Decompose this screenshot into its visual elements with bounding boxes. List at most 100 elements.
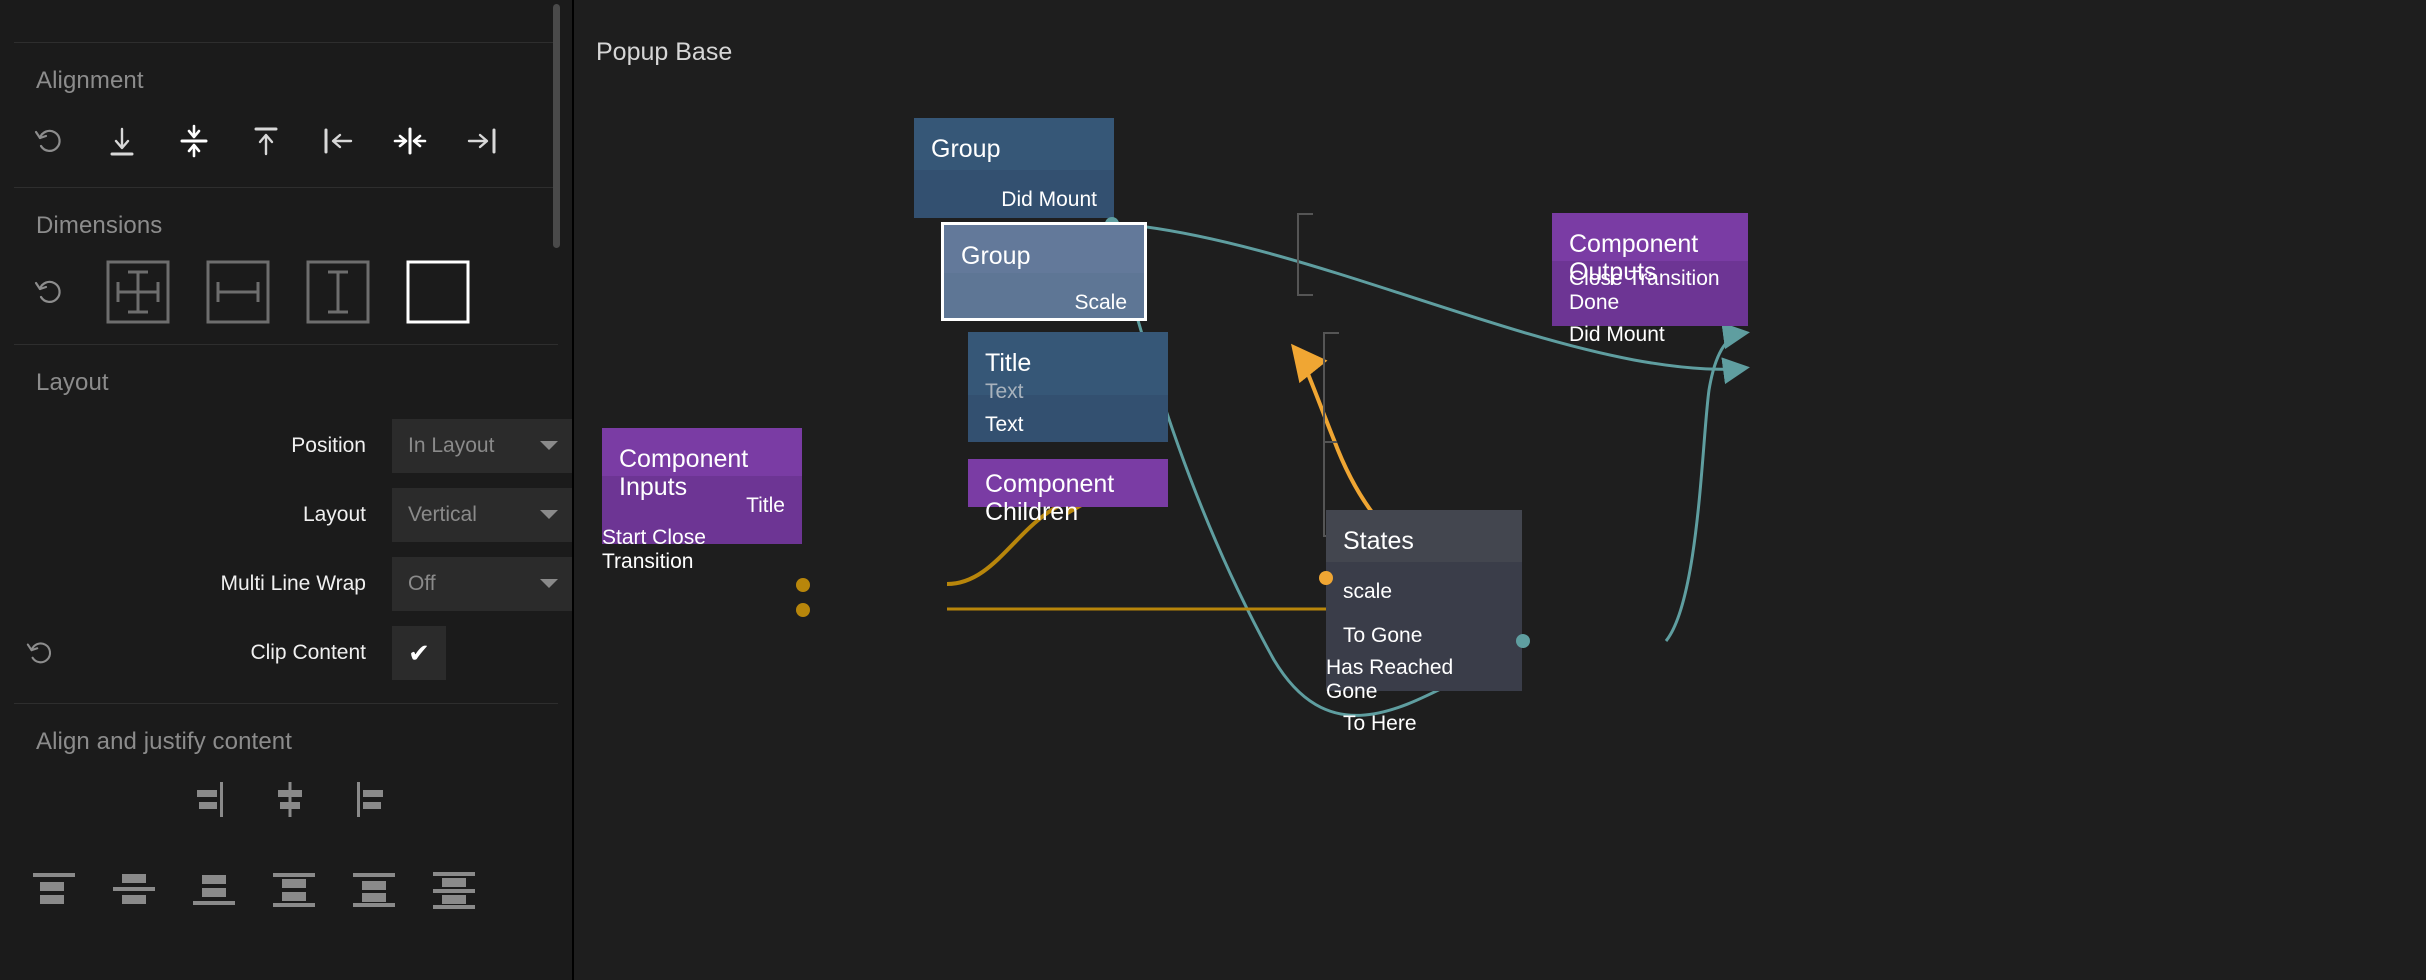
field-label-multi-line-wrap: Multi Line Wrap [220, 571, 366, 595]
reset-icon[interactable] [14, 256, 86, 328]
port-label: Did Mount [1001, 188, 1097, 211]
divider [14, 187, 558, 188]
port-dot-title[interactable] [795, 577, 811, 593]
port-in-scale[interactable]: Scale [944, 281, 1144, 325]
size-both-icon[interactable] [102, 256, 174, 328]
size-fixed-icon[interactable] [402, 256, 474, 328]
reset-icon[interactable] [14, 637, 68, 669]
alignment-icon-row [0, 95, 572, 187]
align-left-icon[interactable] [302, 105, 374, 177]
chevron-down-icon [540, 579, 558, 588]
port-out-did-mount[interactable]: Did Mount [914, 178, 1114, 222]
port-dot-start-close-transition[interactable] [795, 602, 811, 618]
node-header: Component Children [968, 459, 1168, 525]
align-bottom-icon[interactable] [86, 105, 158, 177]
port-out-title[interactable]: Title [602, 484, 802, 528]
node-states[interactable]: States scale To Gone Has Reached Gone To… [1326, 510, 1522, 735]
node-body: Title Start Close Transition [602, 476, 802, 573]
edge-hasreachedgone-to-closetransition [1664, 322, 1750, 642]
field-label-layout: Layout [302, 502, 366, 526]
port-label: scale [1343, 580, 1393, 603]
align-content-bottom-icon[interactable] [174, 853, 254, 927]
align-content-space-between-icon[interactable] [254, 853, 334, 927]
port-in-did-mount[interactable]: Did Mount [1552, 313, 1748, 357]
align-vertical-center-icon[interactable] [158, 105, 230, 177]
port-out-start-close-transition[interactable]: Start Close Transition [602, 526, 802, 573]
port-label: Start Close Transition [602, 526, 706, 573]
port-in-to-gone[interactable]: To Gone [1326, 614, 1522, 658]
node-component-inputs[interactable]: Component Inputs Title Start Close Trans… [602, 428, 802, 573]
port-dot-has-reached-gone[interactable] [1515, 633, 1531, 649]
multi-line-wrap-value: Off [408, 571, 436, 595]
size-width-icon[interactable] [202, 256, 274, 328]
port-out-has-reached-gone[interactable]: Has Reached Gone [1326, 656, 1522, 703]
node-component-outputs[interactable]: Component Outputs Close Transition Done … [1552, 213, 1748, 346]
section-title-layout: Layout [36, 369, 109, 396]
port-label: To Gone [1343, 624, 1423, 647]
clip-content-checkbox[interactable]: ✔ [392, 625, 446, 680]
align-content-space-evenly-icon[interactable] [414, 853, 494, 927]
chevron-down-icon [540, 441, 558, 450]
port-label: Title [746, 494, 785, 517]
node-subtitle: Text [985, 379, 1024, 403]
field-layout: Layout Vertical [0, 480, 572, 549]
port-in-scale[interactable]: scale [1326, 570, 1522, 614]
justify-start-icon[interactable] [170, 762, 250, 836]
field-label-position: Position [291, 433, 366, 457]
port-label: Did Mount [1569, 323, 1665, 346]
node-title-text[interactable]: Title Text Text [968, 332, 1168, 442]
multi-line-wrap-select[interactable]: Off [392, 556, 572, 611]
field-multi-line-wrap: Multi Line Wrap Off [0, 549, 572, 618]
node-header: States [1326, 510, 1522, 562]
position-select[interactable]: In Layout [392, 418, 572, 473]
port-in-text[interactable]: Text [968, 403, 1168, 447]
node-title: Title [985, 349, 1032, 377]
section-title-dimensions: Dimensions [36, 212, 163, 239]
section-layout: Layout Position In Layout Layout Vertica… [0, 345, 572, 703]
node-title: Component Outputs [1569, 230, 1699, 286]
node-title: Group [961, 242, 1031, 270]
node-group-outer[interactable]: Group Did Mount [914, 118, 1114, 218]
align-top-icon[interactable] [230, 105, 302, 177]
node-header: Component Inputs [602, 428, 802, 500]
port-label: Close Transition Done [1569, 267, 1720, 314]
align-horizontal-center-icon[interactable] [374, 105, 446, 177]
section-alignment: Alignment [0, 43, 572, 187]
justify-icon-row [0, 756, 572, 842]
node-title: Group [931, 135, 1001, 163]
section-title-align-justify: Align and justify content [36, 728, 292, 755]
port-label: Scale [1074, 291, 1127, 314]
children-bracket [1323, 332, 1339, 537]
section-align-justify: Align and justify content [0, 704, 572, 938]
field-clip-content: Clip Content ✔ [0, 618, 572, 687]
node-graph-canvas[interactable]: Popup Base [574, 0, 2426, 980]
align-content-center-icon[interactable] [94, 853, 174, 927]
position-value: In Layout [408, 433, 495, 457]
inspector-panel: Alignment [0, 0, 574, 980]
node-body: Close Transition Done Did Mount [1552, 261, 1748, 357]
port-in-close-transition-done[interactable]: Close Transition Done [1552, 267, 1748, 314]
port-dot-scale[interactable] [1318, 570, 1334, 586]
port-label: Text [985, 413, 1024, 436]
node-body: Text [968, 395, 1168, 447]
layout-select[interactable]: Vertical [392, 487, 572, 542]
size-height-icon[interactable] [302, 256, 374, 328]
dimensions-icon-row [0, 240, 572, 344]
node-header: Group [944, 225, 1144, 273]
justify-center-icon[interactable] [250, 762, 330, 836]
node-group-inner[interactable]: Group Scale [941, 222, 1147, 321]
divider [14, 344, 558, 345]
reset-icon[interactable] [14, 105, 86, 177]
align-content-top-icon[interactable] [14, 853, 94, 927]
vertical-scrollbar[interactable] [553, 4, 560, 248]
justify-end-icon[interactable] [330, 762, 410, 836]
node-component-children[interactable]: Component Children [968, 459, 1168, 525]
node-header: Group [914, 118, 1114, 170]
align-right-icon[interactable] [446, 105, 518, 177]
field-label-clip-content: Clip Content [250, 640, 366, 664]
align-content-icon-row [0, 842, 572, 938]
align-content-space-around-icon[interactable] [334, 853, 414, 927]
node-header: Component Outputs [1552, 213, 1748, 285]
port-in-to-here[interactable]: To Here [1326, 702, 1522, 746]
node-title: Component Children [985, 470, 1115, 526]
